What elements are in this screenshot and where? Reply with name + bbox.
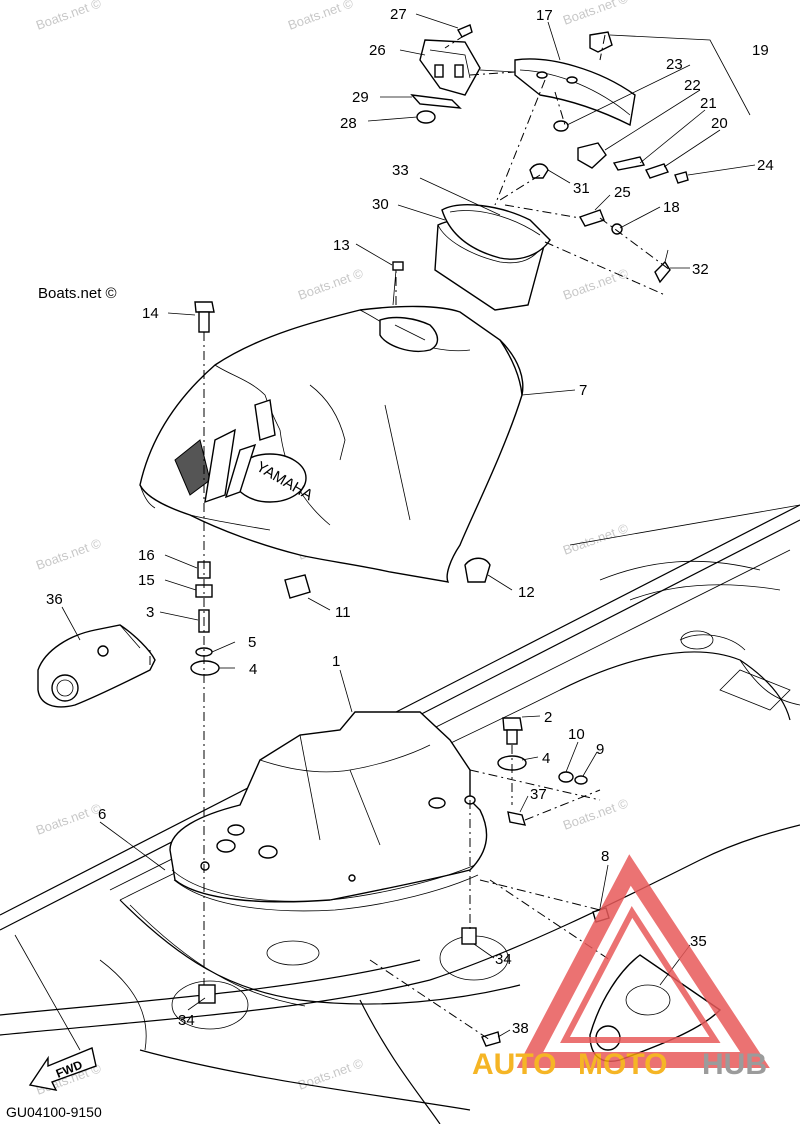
bracket-36	[37, 624, 156, 708]
label-part-7: 7	[579, 382, 587, 399]
storage-box	[434, 204, 551, 311]
part-labels: 27 17 26 19 23 22 29 21 20 28 24 33 31 2…	[46, 6, 774, 1037]
fwd-arrow-icon: FWD	[28, 1047, 97, 1091]
label-part-13: 13	[333, 237, 350, 254]
label-part-21: 21	[700, 95, 717, 112]
label-part-35: 35	[690, 933, 707, 950]
watermark: Boats.net ©	[561, 795, 631, 833]
label-part-4b: 4	[542, 750, 550, 767]
label-part-29: 29	[352, 89, 369, 106]
label-part-18: 18	[663, 199, 680, 216]
watermark: Boats.net ©	[296, 1055, 366, 1093]
label-part-19: 19	[752, 42, 769, 59]
label-part-3: 3	[146, 604, 154, 621]
watermark: Boats.net ©	[296, 265, 366, 303]
watermark: Boats.net ©	[561, 265, 631, 303]
seat-cover: YAMAHA	[139, 305, 524, 583]
label-part-31: 31	[573, 180, 590, 197]
label-part-5: 5	[248, 634, 256, 651]
watermark: Boats.net ©	[34, 0, 104, 33]
label-part-28: 28	[340, 115, 357, 132]
watermark: Boats.net ©	[561, 520, 631, 558]
label-part-1: 1	[332, 653, 340, 670]
logo-triangle-inner	[560, 906, 721, 1043]
label-part-22: 22	[684, 77, 701, 94]
label-part-16: 16	[138, 547, 155, 564]
label-part-11: 11	[335, 604, 351, 621]
label-part-12: 12	[518, 584, 535, 601]
watermark: Boats.net ©	[561, 0, 631, 28]
label-part-34a: 34	[495, 951, 512, 968]
label-part-27: 27	[390, 6, 407, 23]
label-part-36: 36	[46, 591, 63, 608]
label-part-9: 9	[596, 741, 604, 758]
watermark: Boats.net ©	[34, 800, 104, 838]
logo-text-moto: MOTO	[578, 1048, 667, 1081]
logo-text-auto: AUTO	[472, 1048, 556, 1081]
label-part-26: 26	[369, 42, 386, 59]
watermark: Boats.net ©	[286, 0, 356, 33]
label-part-33: 33	[392, 162, 409, 179]
label-part-10: 10	[568, 726, 585, 743]
label-part-20: 20	[711, 115, 728, 132]
label-part-25: 25	[614, 184, 631, 201]
label-part-34b: 34	[178, 1012, 195, 1029]
label-part-14: 14	[142, 305, 159, 322]
watermark: Boats.net ©	[34, 535, 104, 573]
label-part-4a: 4	[249, 661, 257, 678]
logo-triangle	[516, 854, 770, 1068]
automotohub-logo: AUTO MOTO HUB	[472, 854, 770, 1081]
label-part-2: 2	[544, 709, 552, 726]
label-part-23: 23	[666, 56, 683, 73]
logo-text-hub: HUB	[702, 1048, 767, 1081]
label-part-30: 30	[372, 196, 389, 213]
label-part-17: 17	[536, 7, 553, 24]
label-part-32: 32	[692, 261, 709, 278]
label-part-38: 38	[512, 1020, 529, 1037]
label-part-15: 15	[138, 572, 155, 589]
center-lines	[149, 34, 671, 1041]
small-parts	[190, 24, 689, 1047]
hinge	[419, 39, 481, 96]
leader-lines	[61, 13, 756, 1038]
fuel-tank	[169, 711, 488, 912]
label-part-24: 24	[757, 157, 774, 174]
diagram-code: GU04100-9150	[6, 1104, 102, 1120]
watermark-dark: Boats.net ©	[38, 285, 117, 302]
label-part-8: 8	[601, 848, 609, 865]
label-part-6: 6	[98, 806, 106, 823]
label-part-37: 37	[530, 786, 547, 803]
lid	[514, 58, 636, 127]
